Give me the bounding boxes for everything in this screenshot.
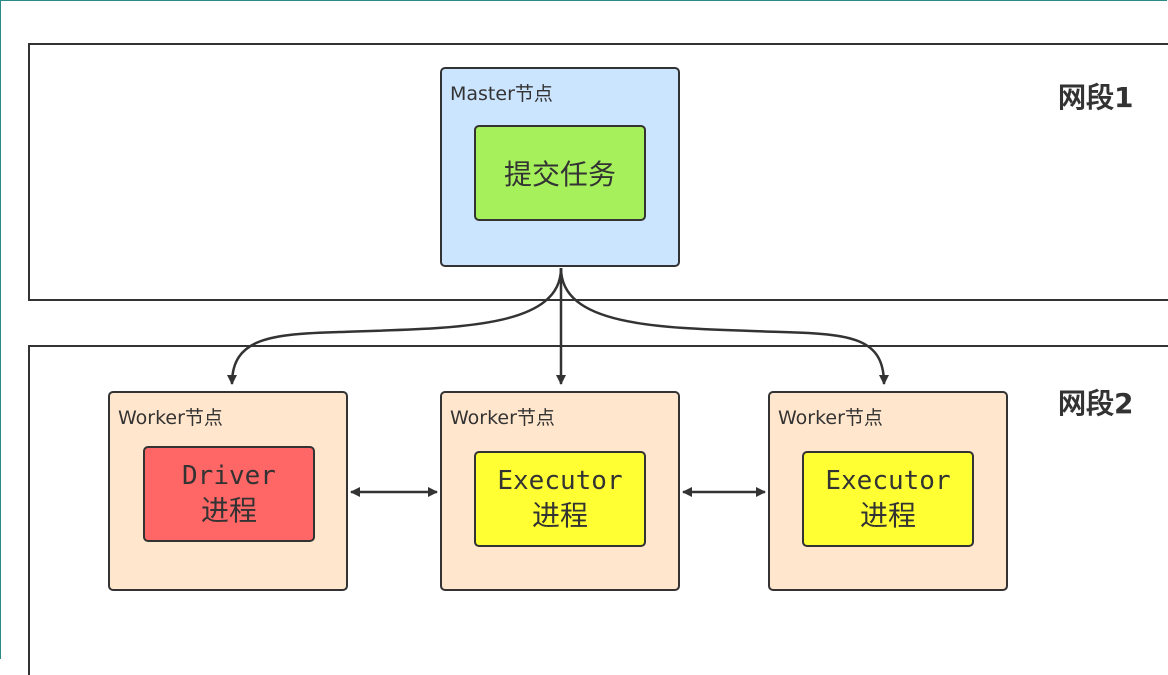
- executor-2-suffix: 进程: [859, 499, 916, 532]
- arrow-master-to-worker3: [559, 267, 889, 385]
- segment-1-label: 网段1: [1058, 81, 1134, 114]
- master-node-title: Master节点: [450, 83, 553, 105]
- connection-arrows: [227, 267, 889, 497]
- submit-task-box: 提交任务: [474, 125, 646, 221]
- driver-process-box: Driver 进程: [143, 446, 315, 542]
- executor-process-box-2: Executor 进程: [802, 451, 974, 547]
- worker-node-2-title: Worker节点: [450, 407, 555, 429]
- driver-process-suffix: 进程: [200, 494, 257, 527]
- executor-2-name: Executor: [825, 466, 951, 496]
- worker-node-3-title: Worker节点: [778, 407, 883, 429]
- executor-1-name: Executor: [497, 466, 623, 496]
- executor-process-box-1: Executor 进程: [474, 451, 646, 547]
- worker-node-1-title: Worker节点: [118, 407, 223, 429]
- image-frame: [0, 0, 1167, 659]
- executor-1-suffix: 进程: [531, 499, 588, 532]
- arrow-master-to-worker1: [227, 267, 563, 385]
- submit-task-label: 提交任务: [503, 158, 616, 191]
- segment-2-label: 网段2: [1058, 387, 1134, 420]
- driver-process-name: Driver: [182, 461, 276, 491]
